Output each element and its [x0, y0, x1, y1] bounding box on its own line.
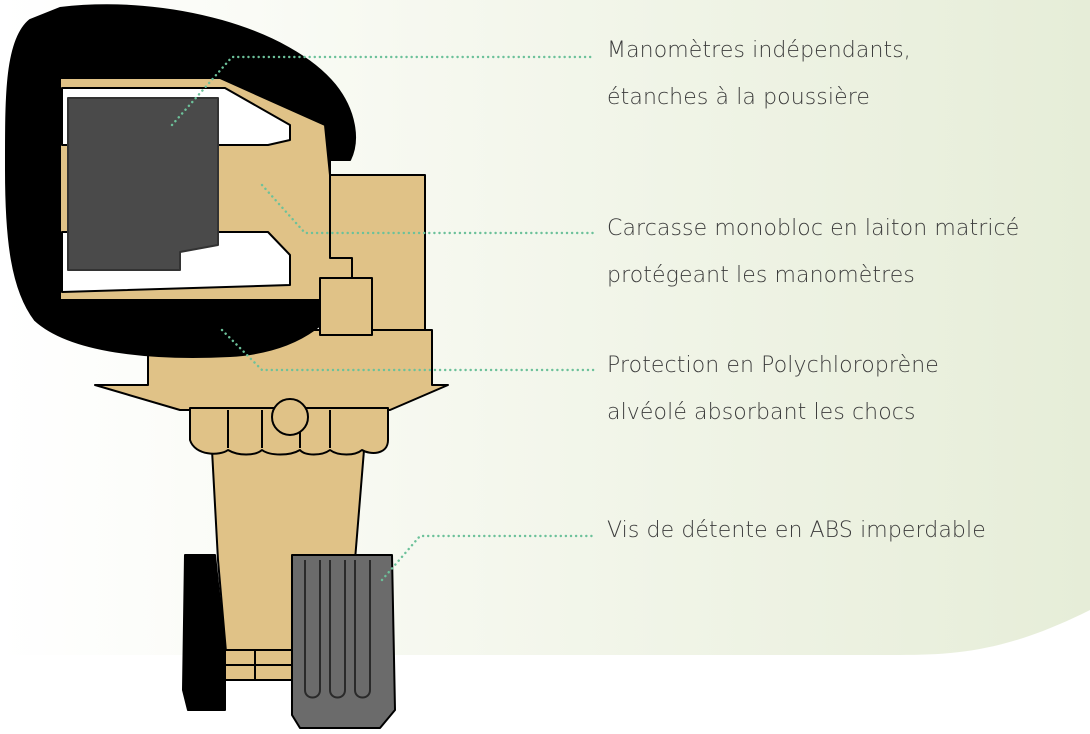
callout-screw: Vis de détente en ABS imperdable [607, 507, 986, 554]
nut-centre-boss [271, 398, 309, 436]
knob-sleeve [182, 554, 226, 711]
callout-protection-line1: Protection en Polychloroprène [607, 353, 939, 378]
knob-grooves [304, 560, 371, 699]
callout-body-line2: protégeant les manomètres [607, 263, 915, 288]
callout-protection-line2: alvéolé absorbant les chocs [607, 400, 916, 425]
callout-body-line1: Carcasse monobloc en laiton matricé [607, 216, 1020, 241]
callout-body: Carcasse monobloc en laiton matricé prot… [607, 205, 1019, 299]
leader-line-screw [380, 534, 597, 582]
leader-line-gauges [170, 55, 597, 127]
gauge-dial [67, 97, 219, 271]
callout-gauges: Manomètres indépendants, étanches à la p… [607, 27, 911, 121]
lower-neck [319, 277, 373, 336]
callout-screw-line1: Vis de détente en ABS imperdable [607, 518, 986, 543]
leader-line-body [260, 183, 597, 235]
callout-protection: Protection en Polychloroprène alvéolé ab… [607, 342, 939, 436]
release-screw-knob [291, 554, 396, 729]
callout-gauges-line1: Manomètres indépendants, [607, 38, 911, 63]
leader-line-protection [220, 328, 597, 372]
callout-gauges-line2: étanches à la poussière [607, 85, 871, 110]
